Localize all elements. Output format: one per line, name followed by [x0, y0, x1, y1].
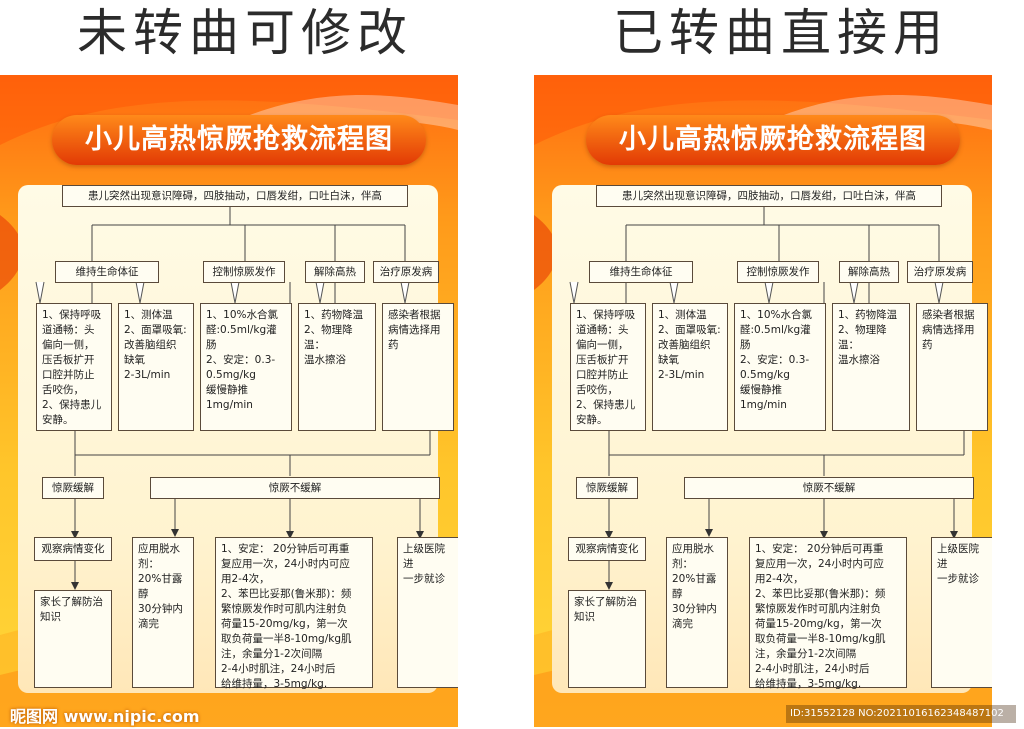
- dehydration-therapy: 应用脱水 剂： 20%甘露 醇 30分钟内 滴完: [666, 537, 728, 688]
- poster-title: 小儿高热惊厥抢救流程图: [586, 115, 960, 165]
- symptom-box: 患儿突然出现意识障碍，四肢抽动，口唇发绀，口吐白沫，伴高: [62, 185, 408, 207]
- category-fever-relief: 解除高热: [839, 261, 899, 283]
- heading-right: 已转曲直接用: [613, 4, 949, 62]
- observe-condition: 观察病情变化: [568, 537, 646, 561]
- detail-sedation: 1、10%水合氯 醛:0.5ml/kg灌 肠 2、安定：0.3- 0.5mg/k…: [734, 303, 826, 431]
- watermark-left: 昵图网 www.nipic.com: [10, 707, 200, 726]
- category-primary-disease: 治疗原发病: [907, 261, 973, 283]
- seizure-not-relieved: 惊厥不缓解: [150, 477, 440, 499]
- flowchart-poster-editable: 小儿高热惊厥抢救流程图 患儿突然出现意识障碍，四肢抽动，口唇发绀，口吐白沫，伴高…: [0, 75, 458, 727]
- category-control-seizure: 控制惊厥发作: [203, 261, 285, 283]
- family-education: 家长了解防治 知识: [34, 590, 112, 688]
- detail-airway: 1、保持呼吸 道通畅：头 偏向一侧， 压舌板扩开 口腔并防止 舌咬伤， 2、保持…: [570, 303, 646, 431]
- drug-regimen: 1、安定： 20分钟后可再重 复应用一次，24小时内可应 用2-4次， 2、苯巴…: [749, 537, 907, 690]
- family-education: 家长了解防治 知识: [568, 590, 646, 688]
- detail-temperature-oxygen: 1、测体温 2、面罩吸氧: 改善脑组织 缺氧 2-3L/min: [118, 303, 194, 431]
- watermark-right: ID:31552128 NO:20211016162348487102: [786, 705, 1016, 723]
- detail-sedation: 1、10%水合氯 醛:0.5ml/kg灌 肠 2、安定：0.3- 0.5mg/k…: [200, 303, 292, 431]
- detail-antibiotics: 感染者根据 病情选择用 药: [382, 303, 454, 431]
- flow-connectors: [569, 205, 965, 590]
- flow-connectors: [35, 205, 431, 590]
- seizure-relieved: 惊厥缓解: [42, 477, 104, 499]
- category-vital-signs: 维持生命体征: [55, 261, 159, 283]
- heading-left: 未转曲可修改: [77, 4, 413, 62]
- flowchart-poster-outlined: 小儿高热惊厥抢救流程图 患儿突然出现意识障碍，四肢抽动，口唇发绀，口吐白沫，伴高…: [534, 75, 992, 727]
- referral-hospital: 上级医院进 一步就诊: [931, 537, 992, 688]
- category-primary-disease: 治疗原发病: [373, 261, 439, 283]
- dehydration-therapy: 应用脱水 剂： 20%甘露 醇 30分钟内 滴完: [132, 537, 194, 688]
- category-control-seizure: 控制惊厥发作: [737, 261, 819, 283]
- seizure-relieved: 惊厥缓解: [576, 477, 638, 499]
- detail-cooling: 1、药物降温 2、物理降温： 温水擦浴: [298, 303, 376, 431]
- detail-cooling: 1、药物降温 2、物理降温： 温水擦浴: [832, 303, 910, 431]
- symptom-box: 患儿突然出现意识障碍，四肢抽动，口唇发绀，口吐白沫，伴高: [596, 185, 942, 207]
- poster-title: 小儿高热惊厥抢救流程图: [52, 115, 426, 165]
- referral-hospital: 上级医院进 一步就诊: [397, 537, 458, 688]
- category-vital-signs: 维持生命体征: [589, 261, 693, 283]
- detail-antibiotics: 感染者根据 病情选择用 药: [916, 303, 988, 431]
- observe-condition: 观察病情变化: [34, 537, 112, 561]
- detail-temperature-oxygen: 1、测体温 2、面罩吸氧: 改善脑组织 缺氧 2-3L/min: [652, 303, 728, 431]
- drug-regimen: 1、安定： 20分钟后可再重 复应用一次，24小时内可应 用2-4次， 2、苯巴…: [215, 537, 373, 690]
- detail-airway: 1、保持呼吸 道通畅：头 偏向一侧， 压舌板扩开 口腔并防止 舌咬伤， 2、保持…: [36, 303, 112, 431]
- seizure-not-relieved: 惊厥不缓解: [684, 477, 974, 499]
- category-fever-relief: 解除高热: [305, 261, 365, 283]
